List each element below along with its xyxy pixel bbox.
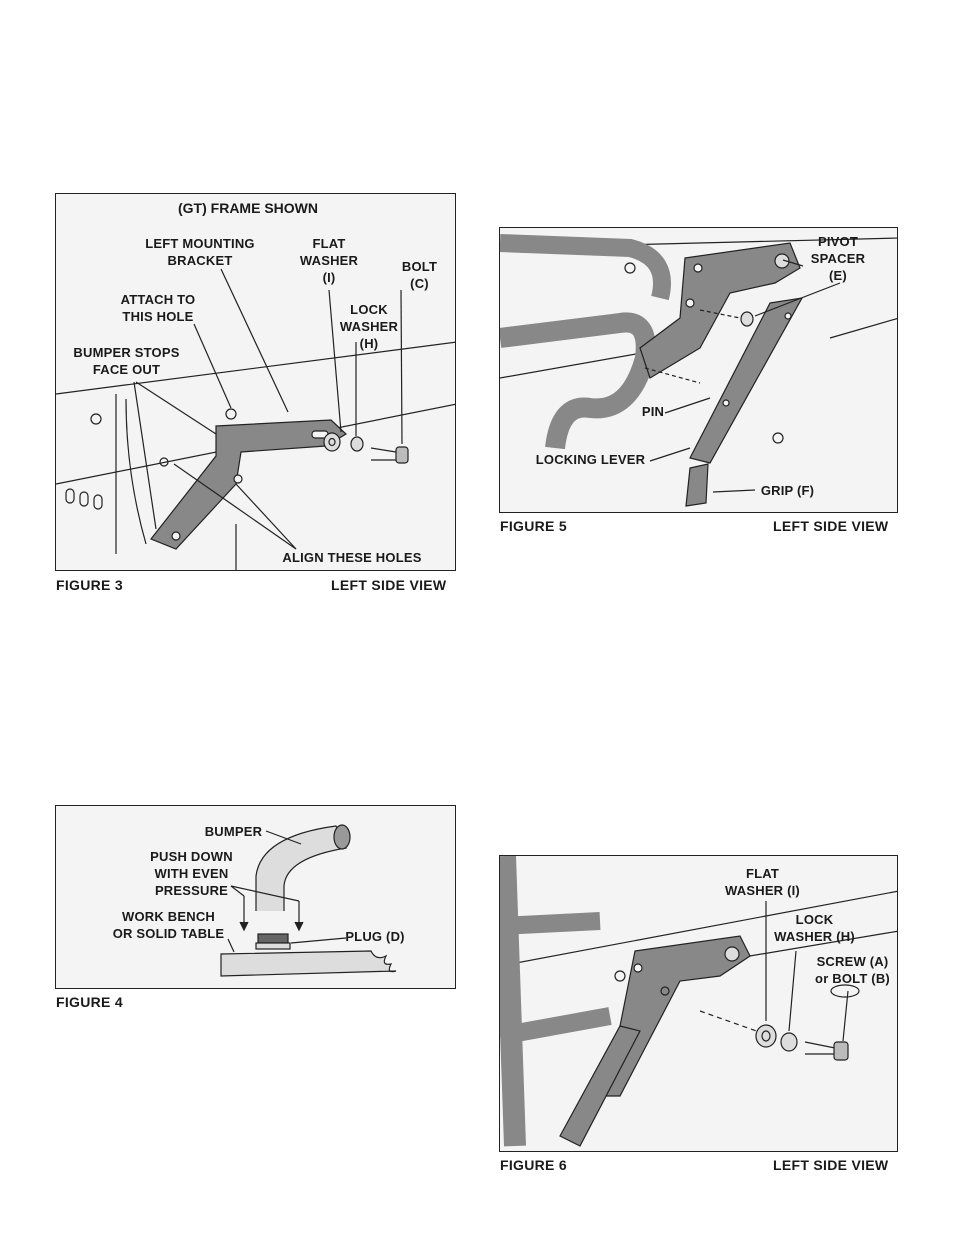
label-align-holes: ALIGN THESE HOLES [282, 550, 422, 565]
figure-4-panel: BUMPER PUSH DOWN WITH EVEN PRESSURE WORK… [55, 805, 456, 989]
label-grip: GRIP (F) [760, 483, 815, 498]
label-flat-washer: FLAT WASHER (I) [299, 236, 359, 285]
label-work-bench: WORK BENCH OR SOLID TABLE [112, 909, 225, 941]
figure-6-caption: FIGURE 6 [500, 1157, 567, 1173]
label-pivot-spacer: PIVOT SPACER (E) [810, 234, 866, 283]
label-screw-bolt: SCREW (A) or BOLT (B) [815, 954, 890, 986]
label-plug: PLUG (D) [345, 929, 405, 944]
figure-4-illustration [220, 824, 397, 977]
label-locking-lever: LOCKING LEVER [535, 452, 646, 467]
label-bumper: BUMPER [204, 824, 263, 839]
figure-6-illustration [500, 856, 897, 1147]
label-pin: PIN [641, 404, 665, 419]
figure-3-title: (GT) FRAME SHOWN [178, 200, 318, 216]
figure-5-view-caption: LEFT SIDE VIEW [773, 518, 889, 534]
figure-4-caption: FIGURE 4 [56, 994, 123, 1010]
figure-6-view-caption: LEFT SIDE VIEW [773, 1157, 889, 1173]
label-push-down: PUSH DOWN WITH EVEN PRESSURE [150, 849, 233, 898]
figure-3-view-caption: LEFT SIDE VIEW [331, 577, 447, 593]
figure-5-panel: PIVOT SPACER (E) PIN LOCKING LEVER GRIP … [499, 227, 898, 513]
label-bumper-stops: BUMPER STOPS FACE OUT [73, 345, 180, 377]
figure-5-caption: FIGURE 5 [500, 518, 567, 534]
figure-3-caption: FIGURE 3 [56, 577, 123, 593]
figure-3-panel: (GT) FRAME SHOWN LEFT MOUNTING BRACKET F… [55, 193, 456, 571]
label-flat-washer: FLAT WASHER (I) [725, 866, 800, 898]
label-left-mounting-bracket: LEFT MOUNTING BRACKET [145, 236, 255, 268]
figure-3-illustration [56, 268, 455, 570]
label-lock-washer: LOCK WASHER (H) [339, 302, 399, 351]
label-lock-washer: LOCK WASHER (H) [774, 912, 855, 944]
figure-5-illustration [500, 234, 897, 507]
figure-6-panel: FLAT WASHER (I) LOCK WASHER (H) SCREW (A… [499, 855, 898, 1152]
label-bolt: BOLT (C) [401, 259, 438, 291]
label-attach-hole: ATTACH TO THIS HOLE [120, 292, 196, 324]
